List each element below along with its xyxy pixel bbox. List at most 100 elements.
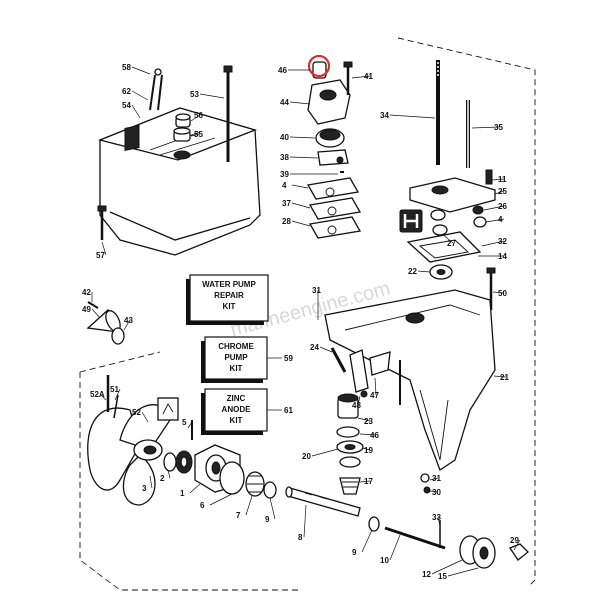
callout-number: 56 <box>194 111 203 120</box>
callout-number: 46 <box>370 431 379 440</box>
callout-number: 33 <box>432 513 441 522</box>
callout-24: 24 <box>310 343 333 353</box>
callout-number: 24 <box>310 343 319 352</box>
callout-52A: 52A <box>90 390 107 401</box>
callout-43: 43 <box>123 316 133 331</box>
callout-number: 43 <box>124 316 133 325</box>
callout-28: 28 <box>282 217 311 227</box>
callout-number: 23 <box>364 417 373 426</box>
gear-case <box>324 289 496 471</box>
kit-ref-number: 61 <box>284 406 293 415</box>
callout-number: 5 <box>182 418 187 427</box>
kit-label-line: KIT <box>230 416 243 425</box>
callout-33: 33 <box>432 513 441 527</box>
callout-number: 31 <box>432 474 441 483</box>
callout-number: 48 <box>352 401 361 410</box>
kit-label-line: ZINC <box>227 394 246 403</box>
callout-number: 8 <box>298 533 303 542</box>
lower-group-outline <box>79 351 161 373</box>
pump-base-plate <box>409 169 496 213</box>
callout-46: 46 <box>278 66 310 75</box>
prop-cone <box>86 308 121 333</box>
impeller <box>315 128 345 148</box>
callout-number: 17 <box>364 477 373 486</box>
callout-number: 55 <box>194 130 203 139</box>
callout-number: 30 <box>432 488 441 497</box>
callout-48: 48 <box>352 395 361 410</box>
shaft-washer <box>368 516 380 532</box>
callout-23: 23 <box>357 417 373 426</box>
callout-number: 28 <box>282 217 291 226</box>
water-pump-housing <box>307 61 351 125</box>
thrust-washer <box>263 481 277 499</box>
callout-38: 38 <box>280 153 319 162</box>
callout-number: 7 <box>236 511 241 520</box>
callout-5: 5 <box>182 418 193 429</box>
callout-number: 54 <box>122 101 131 110</box>
callout-54: 54 <box>122 101 141 119</box>
callout-12: 12 <box>422 559 463 579</box>
callout-39: 39 <box>280 170 338 179</box>
callout-number: 46 <box>278 66 287 75</box>
gear-nut <box>420 473 431 494</box>
callout-number: 51 <box>110 385 119 394</box>
callout-number: 9 <box>352 548 357 557</box>
callout-number: 40 <box>280 133 289 142</box>
gasket-stack <box>306 177 362 239</box>
callout-number: 6 <box>200 501 205 510</box>
callout-46: 46 <box>359 431 379 440</box>
callout-31: 31 <box>312 286 321 320</box>
callout-number: 49 <box>82 305 91 314</box>
callout-number: 52A <box>90 390 105 399</box>
callout-26: 26 <box>483 202 507 211</box>
callout-50: 50 <box>492 289 507 298</box>
callout-30: 30 <box>429 488 441 497</box>
callout-42: 42 <box>82 288 93 302</box>
callout-number: 1 <box>180 489 185 498</box>
callout-number: 62 <box>122 87 131 96</box>
callout-27: 27 <box>441 233 456 248</box>
seal-parts <box>430 205 487 236</box>
drain-plug <box>509 543 529 561</box>
gearcase-bolt <box>486 267 496 310</box>
reverse-gear <box>245 471 265 497</box>
callout-number: 31 <box>312 286 321 295</box>
callout-51: 51 <box>110 385 121 401</box>
washer <box>111 327 125 345</box>
callout-number: 58 <box>122 63 131 72</box>
callout-34: 34 <box>380 111 436 120</box>
prop-nut-pin <box>106 375 119 419</box>
housing-bolt <box>97 205 107 240</box>
callout-number: 39 <box>280 170 289 179</box>
pinion-bearing-stack <box>336 393 364 495</box>
callout-15: 15 <box>438 567 479 581</box>
long-bolt <box>223 65 233 162</box>
callout-number: 34 <box>380 111 389 120</box>
callout-37: 37 <box>282 199 311 209</box>
callout-22: 22 <box>408 267 431 276</box>
callout-number: 42 <box>82 288 91 297</box>
callout-number: 9 <box>265 515 270 524</box>
callout-41: 41 <box>351 72 373 81</box>
callout-number: 22 <box>408 267 417 276</box>
callout-number: 29 <box>510 536 519 545</box>
callout-55: 55 <box>190 130 203 139</box>
callout-56: 56 <box>190 111 203 122</box>
callout-31: 31 <box>429 474 441 483</box>
callout-number: 47 <box>370 391 379 400</box>
shift-coupler <box>399 209 423 233</box>
grommets <box>173 113 191 142</box>
impeller-plate <box>317 149 349 166</box>
shift-shaft <box>384 526 446 550</box>
callout-number: 20 <box>302 452 311 461</box>
callout-53: 53 <box>190 90 225 99</box>
kit-label-line: CHROME <box>218 342 254 351</box>
callout-number: 14 <box>498 252 507 261</box>
callout-number: 41 <box>364 72 373 81</box>
callout-49: 49 <box>82 305 101 319</box>
callout-21: 21 <box>493 373 509 382</box>
kit-label-line: KIT <box>230 364 243 373</box>
shift-lever <box>330 347 391 393</box>
